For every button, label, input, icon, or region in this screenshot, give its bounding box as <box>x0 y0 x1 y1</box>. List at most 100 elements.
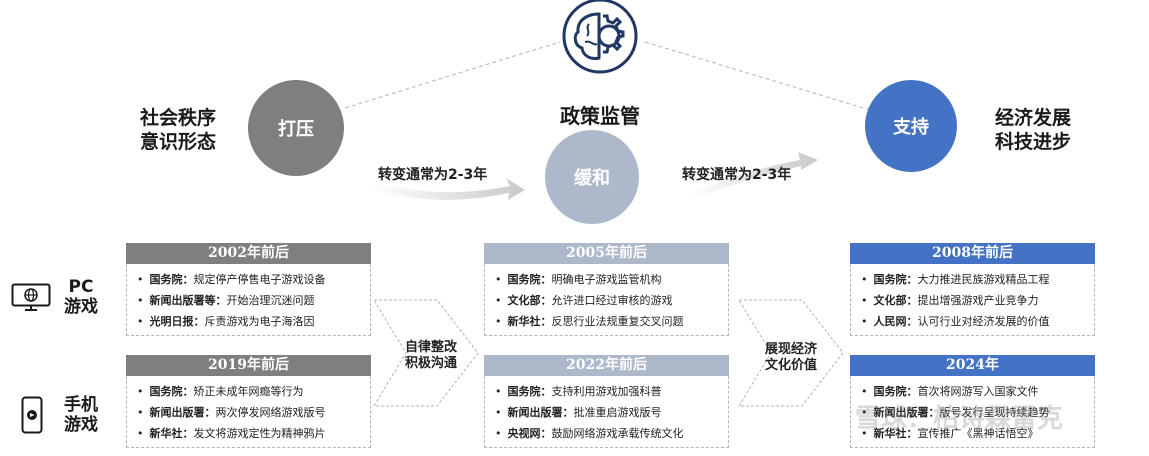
panel-item-org: 国务院： <box>507 273 552 286</box>
panel-item-text: 鼓励网络游戏承载传统文化 <box>551 427 684 440</box>
panel-item-text: 首次将网游写入国家文件 <box>917 385 1039 398</box>
chevron-text-first: 自律整改 积极沟通 <box>398 340 464 372</box>
panel-item-org: 光明日报： <box>149 315 205 328</box>
panel-list-item: 新闻出版署：批准重启游戏版号 <box>495 402 728 423</box>
panel-item-text: 批准重启游戏版号 <box>573 406 662 419</box>
panel-item-org: 国务院： <box>149 385 194 398</box>
panel-item-org: 国务院： <box>507 385 552 398</box>
watermark-text: 雪球：柏诗霖雷克 <box>855 404 1064 434</box>
panel-item-org: 新华社： <box>873 427 918 440</box>
platform-mobile-line1: 手机 <box>64 395 98 415</box>
panel-body: 国务院：支持利用游戏加强科普新闻出版署：批准重启游戏版号央视网：鼓励网络游戏承载… <box>484 376 729 448</box>
panel-item-text: 明确电子游戏监管机构 <box>551 273 662 286</box>
platform-pc-label: PC 游戏 <box>56 277 106 317</box>
panel-header: 2005年前后 <box>484 243 729 264</box>
panel-item-text: 斥责游戏为电子海洛因 <box>204 315 315 328</box>
curved-arrow-right <box>690 152 818 200</box>
panel-2008: 2008年前后国务院：大力推进民族游戏精品工程文化部：提出增强游戏产业竞争力人民… <box>850 243 1095 336</box>
panel-item-text: 认可行业对经济发展的价值 <box>917 315 1050 328</box>
panel-item-org: 国务院： <box>149 273 194 286</box>
panel-header: 2008年前后 <box>850 243 1095 264</box>
chevron-first-line2: 积极沟通 <box>404 356 457 371</box>
panel-header: 2002年前后 <box>126 243 371 264</box>
chevron-text-second: 展现经济 文化价值 <box>758 342 824 374</box>
transition-label-right: 转变通常为2-3年 <box>682 167 792 183</box>
panel-item-text: 发文将游戏定性为精神鸦片 <box>193 427 326 440</box>
chevron-second-line1: 展现经济 <box>764 342 817 357</box>
panel-item-text: 宣传推广《黑神话悟空》 <box>917 427 1039 440</box>
panel-list-item: 国务院：明确电子游戏监管机构 <box>495 269 728 290</box>
panel-2002: 2002年前后国务院：规定停产停售电子游戏设备新闻出版署等：开始治理沉迷问题光明… <box>126 243 371 336</box>
panel-list-item: 国务院：矫正未成年网瘾等行为 <box>137 381 370 402</box>
panel-item-org: 国务院： <box>873 273 918 286</box>
panel-item-text: 支持利用游戏加强科普 <box>551 385 662 398</box>
panel-list-item: 光明日报：斥责游戏为电子海洛因 <box>137 311 370 332</box>
panel-body: 国务院：规定停产停售电子游戏设备新闻出版署等：开始治理沉迷问题光明日报：斥责游戏… <box>126 264 371 336</box>
panel-2019: 2019年前后国务院：矫正未成年网瘾等行为新闻出版署：两次停发网络游戏版号新华社… <box>126 355 371 448</box>
chevron-second-line2: 文化价值 <box>764 358 817 373</box>
circle-suppress: 打压 <box>248 80 344 176</box>
panel-list-item: 国务院：规定停产停售电子游戏设备 <box>137 269 370 290</box>
label-social-order-line2: 意识形态 <box>139 131 216 153</box>
panel-list-item: 新闻出版署：版号发行呈现持续趋势 <box>861 402 1094 423</box>
label-economy-line1: 经济发展 <box>994 107 1071 129</box>
chevron-first-line1: 自律整改 <box>404 340 457 355</box>
chevron-arrow-second <box>738 299 844 407</box>
platform-mobile-label: 手机 游戏 <box>56 395 106 435</box>
panel-item-org: 新华社： <box>507 315 552 328</box>
platform-pc-line2: 游戏 <box>64 297 98 317</box>
panel-item-org: 国务院： <box>873 385 918 398</box>
panel-list-item: 国务院：大力推进民族游戏精品工程 <box>861 269 1094 290</box>
panel-item-org: 新华社： <box>149 427 194 440</box>
panel-list-item: 国务院：首次将网游写入国家文件 <box>861 381 1094 402</box>
panel-list-item: 文化部：提出增强游戏产业竞争力 <box>861 290 1094 311</box>
panel-item-text: 版号发行呈现持续趋势 <box>939 406 1050 419</box>
panel-body: 国务院：明确电子游戏监管机构文化部：允许进口经过审核的游戏新华社：反思行业法规重… <box>484 264 729 336</box>
label-social-order: 社会秩序 意识形态 <box>128 106 228 154</box>
dashed-line-left <box>344 41 561 109</box>
panel-list-item: 新华社：反思行业法规重复交叉问题 <box>495 311 728 332</box>
panel-list-item: 新华社：发文将游戏定性为精神鸦片 <box>137 423 370 444</box>
panel-2005: 2005年前后国务院：明确电子游戏监管机构文化部：允许进口经过审核的游戏新华社：… <box>484 243 729 336</box>
panel-item-org: 人民网： <box>873 315 918 328</box>
panel-list-item: 新闻出版署：两次停发网络游戏版号 <box>137 402 370 423</box>
panel-item-text: 矫正未成年网瘾等行为 <box>193 385 304 398</box>
panel-list-item: 文化部：允许进口经过审核的游戏 <box>495 290 728 311</box>
platform-mobile-line2: 游戏 <box>64 415 98 435</box>
curved-arrow-left <box>372 178 525 200</box>
panel-header: 2019年前后 <box>126 355 371 376</box>
panel-list-item: 国务院：支持利用游戏加强科普 <box>495 381 728 402</box>
panel-item-text: 提出增强游戏产业竞争力 <box>917 294 1039 307</box>
panel-item-org: 新闻出版署等： <box>149 294 227 307</box>
chevron-arrow-first <box>373 299 479 407</box>
label-economy: 经济发展 科技进步 <box>983 106 1083 154</box>
panel-list-item: 新闻出版署等：开始治理沉迷问题 <box>137 290 370 311</box>
label-economy-line2: 科技进步 <box>994 131 1071 153</box>
center-title: 政策监管 <box>560 104 640 128</box>
panel-item-org: 文化部： <box>507 294 552 307</box>
panel-item-text: 大力推进民族游戏精品工程 <box>917 273 1050 286</box>
brain-gear-icon <box>555 0 645 76</box>
panel-header: 2024年 <box>850 355 1095 376</box>
panel-item-text: 两次停发网络游戏版号 <box>215 406 326 419</box>
platform-pc-line1: PC <box>68 277 94 297</box>
circle-support: 支持 <box>865 80 957 172</box>
panel-item-org: 央视网： <box>507 427 552 440</box>
panel-2022: 2022年前后国务院：支持利用游戏加强科普新闻出版署：批准重启游戏版号央视网：鼓… <box>484 355 729 448</box>
panel-item-text: 规定停产停售电子游戏设备 <box>193 273 326 286</box>
transition-label-left: 转变通常为2-3年 <box>378 167 488 183</box>
panel-list-item: 央视网：鼓励网络游戏承载传统文化 <box>495 423 728 444</box>
panel-list-item: 新华社：宣传推广《黑神话悟空》 <box>861 423 1094 444</box>
panel-body: 国务院：矫正未成年网瘾等行为新闻出版署：两次停发网络游戏版号新华社：发文将游戏定… <box>126 376 371 448</box>
panel-item-text: 允许进口经过审核的游戏 <box>551 294 673 307</box>
pc-monitor-icon <box>11 283 51 313</box>
panel-2024: 2024年国务院：首次将网游写入国家文件新闻出版署：版号发行呈现持续趋势新华社：… <box>850 355 1095 448</box>
panel-item-org: 新闻出版署： <box>507 406 574 419</box>
mobile-phone-icon <box>21 396 43 434</box>
panel-list-item: 人民网：认可行业对经济发展的价值 <box>861 311 1094 332</box>
panel-item-org: 新闻出版署： <box>149 406 216 419</box>
panel-item-org: 新闻出版署： <box>873 406 940 419</box>
circle-ease: 缓和 <box>545 130 639 224</box>
panel-body: 国务院：大力推进民族游戏精品工程文化部：提出增强游戏产业竞争力人民网：认可行业对… <box>850 264 1095 336</box>
